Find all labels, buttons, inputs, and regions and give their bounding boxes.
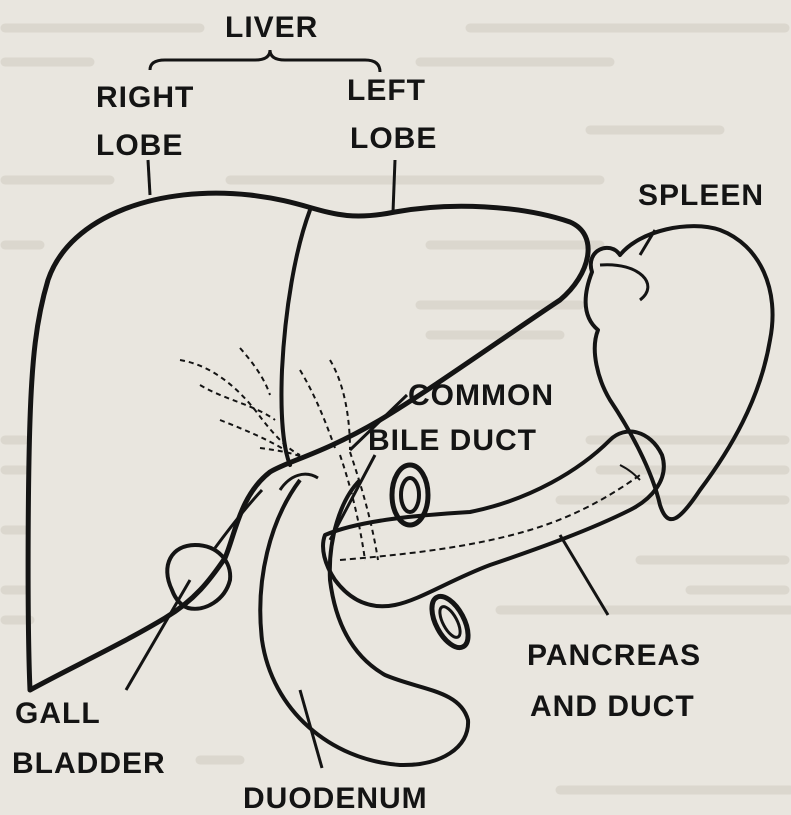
duodenum <box>260 474 468 765</box>
label-common-bile-duct-line1: COMMON <box>408 379 554 412</box>
spleen <box>586 226 773 519</box>
label-liver: LIVER <box>225 11 318 44</box>
label-left-lobe-line1: LEFT <box>347 74 426 107</box>
label-left-lobe-line2: LOBE <box>350 122 437 155</box>
label-right-lobe-line1: RIGHT <box>96 81 194 114</box>
label-spleen: SPLEEN <box>638 179 764 212</box>
label-pancreas-line2: AND DUCT <box>530 690 695 723</box>
label-gall-bladder-line1: GALL <box>15 697 101 730</box>
label-pancreas-line1: PANCREAS <box>527 639 701 672</box>
label-right-lobe-line2: LOBE <box>96 129 183 162</box>
gall-bladder <box>167 490 262 609</box>
label-gall-bladder-line2: BLADDER <box>12 747 166 780</box>
label-common-bile-duct-line2: BILE DUCT <box>368 424 537 457</box>
label-duodenum: DUODENUM <box>243 782 428 815</box>
liver-brace <box>150 50 380 72</box>
vessel-crosssections <box>392 465 476 653</box>
